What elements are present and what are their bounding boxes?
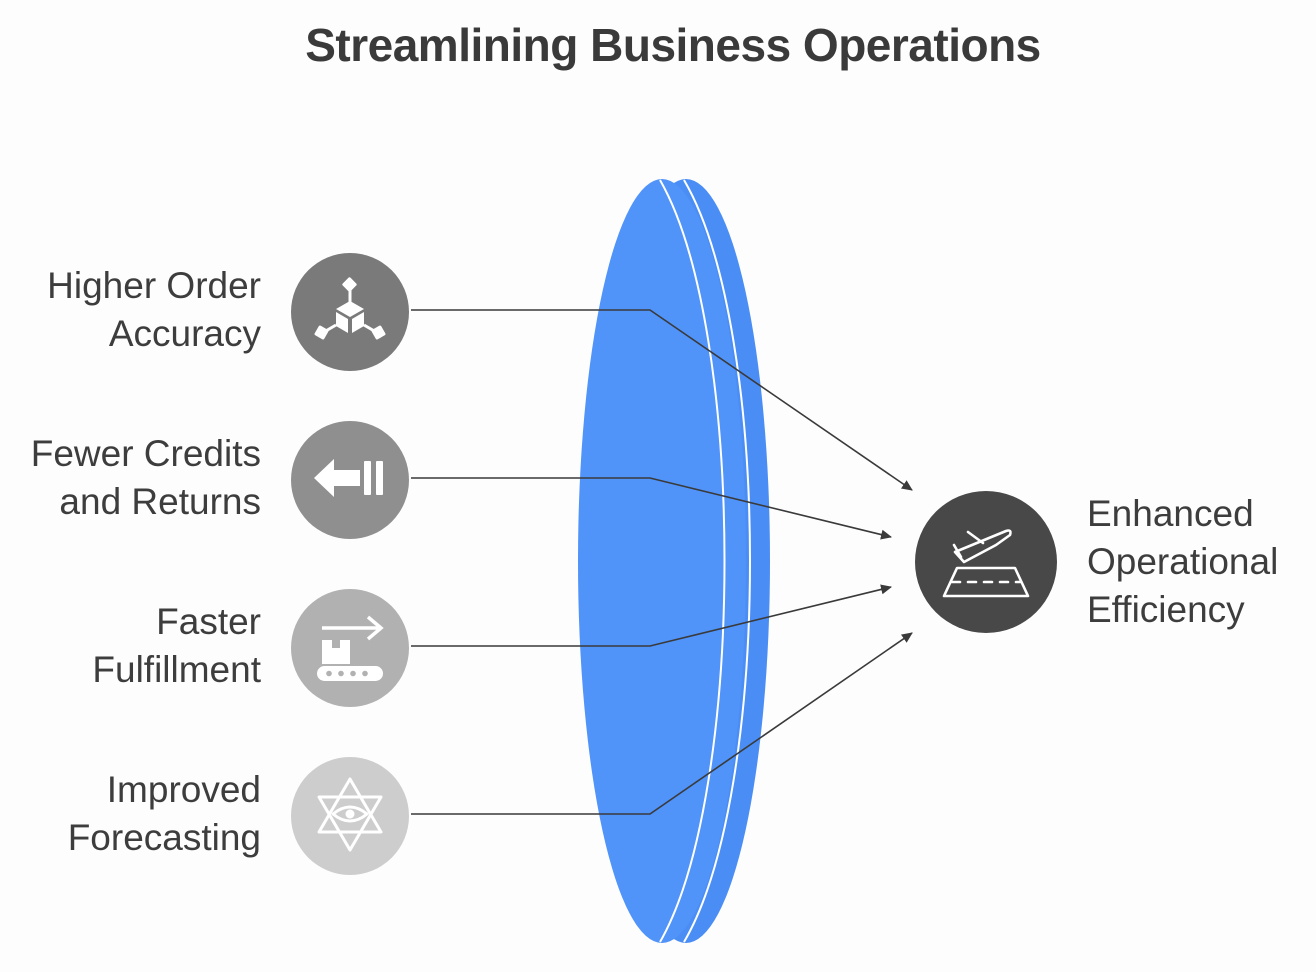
output-circle	[915, 491, 1057, 633]
input-label-2: Fewer Credits and Returns	[1, 430, 261, 526]
lens	[578, 179, 770, 943]
connector-1	[411, 309, 913, 491]
input-node-1	[291, 253, 409, 371]
lens-rim-outer	[683, 179, 751, 943]
star-eye-icon	[317, 777, 383, 852]
connector-4	[411, 632, 913, 815]
plane-landing-runway-icon	[942, 529, 1030, 598]
input-label-3: Faster Fulfillment	[1, 598, 261, 694]
cube-network-icon	[314, 277, 386, 340]
input-label-2-line-1: Fewer Credits	[30, 433, 261, 474]
output-label-line-2: Operational	[1087, 541, 1279, 582]
input-label-3-line-2: Fulfillment	[92, 649, 261, 690]
output-label: Enhanced Operational Efficiency	[1087, 490, 1316, 634]
input-label-3-line-1: Faster	[156, 601, 261, 642]
connector-3	[411, 584, 892, 647]
input-label-1: Higher Order Accuracy	[1, 262, 261, 358]
output-label-line-3: Efficiency	[1087, 589, 1245, 630]
input-label-4-line-2: Forecasting	[67, 817, 261, 858]
diagram-title: Streamlining Business Operations	[305, 19, 1041, 71]
output-node	[915, 491, 1057, 633]
connector-2	[411, 477, 892, 540]
input-node-3	[291, 589, 409, 707]
lens-front	[578, 179, 746, 943]
input-node-2	[291, 421, 409, 539]
input-label-4-line-1: Improved	[106, 769, 261, 810]
output-label-line-1: Enhanced	[1087, 493, 1254, 534]
input-label-2-line-2: and Returns	[59, 481, 261, 522]
input-label-1-line-2: Accuracy	[108, 313, 261, 354]
arrow-left-to-bar-icon	[314, 459, 383, 497]
lens-rim-inner	[659, 179, 726, 943]
input-label-1-line-1: Higher Order	[47, 265, 261, 306]
input-label-4: Improved Forecasting	[1, 766, 261, 862]
conveyor-belt-arrow-icon	[317, 615, 384, 681]
connectors	[411, 309, 913, 815]
input-node-4	[291, 757, 409, 875]
